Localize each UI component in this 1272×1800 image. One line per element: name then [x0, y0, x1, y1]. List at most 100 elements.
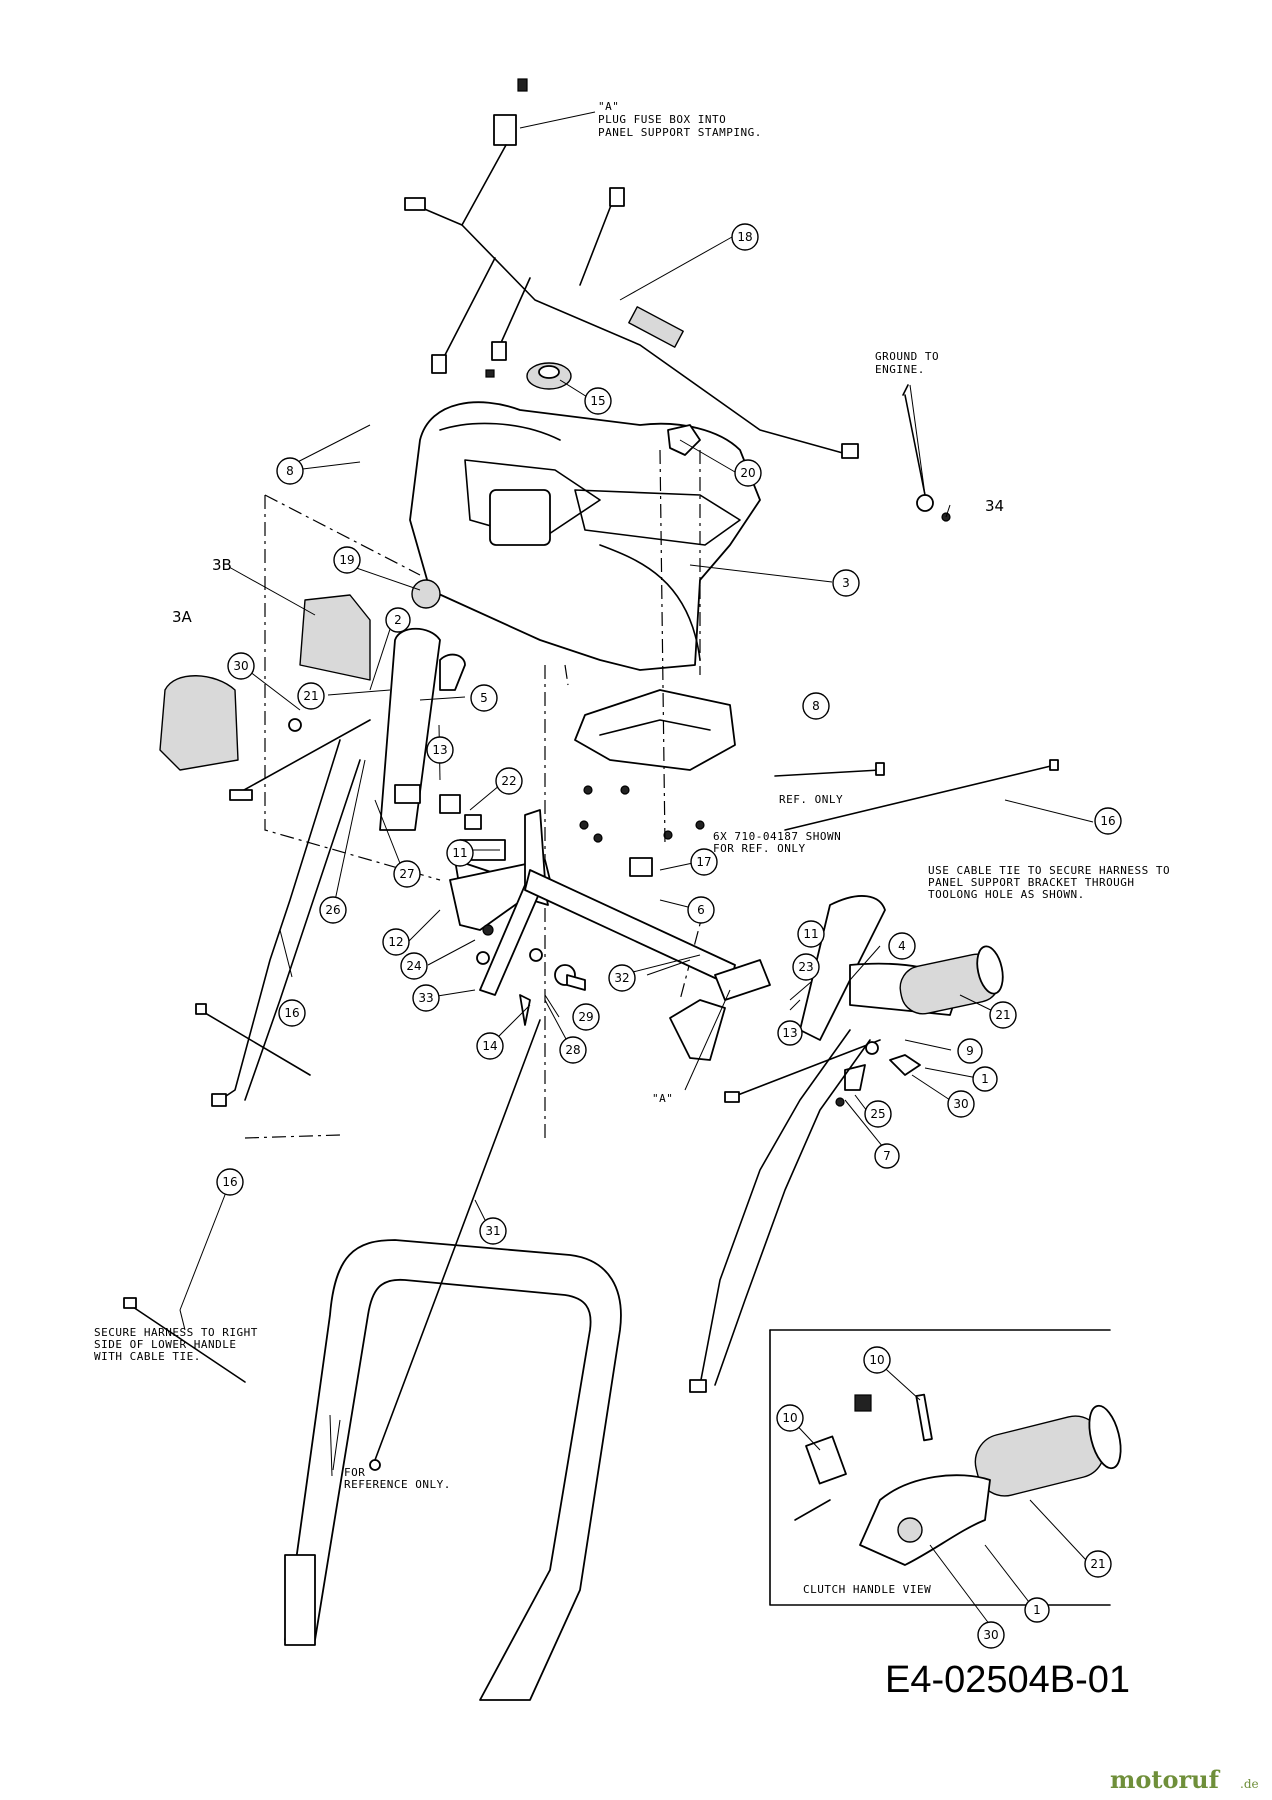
callout-25: 25 [864, 1100, 892, 1128]
handle-end [284, 1554, 316, 1646]
shift-lever [479, 809, 546, 996]
harness-connector [404, 197, 426, 211]
callout-label: 18 [737, 230, 752, 244]
panel-opening [489, 489, 551, 546]
note-secure-harness: SECURE HARNESS TO RIGHT SIDE OF LOWER HA… [94, 1326, 258, 1363]
callout-label: 23 [798, 960, 813, 974]
cable-tie-right [784, 764, 1056, 831]
svg-text:SECURE HARNESS TO RIGHT: SECURE HARNESS TO RIGHT [94, 1326, 258, 1339]
fuse-holder-cap [517, 78, 528, 92]
watermark-tld: .de [1240, 1777, 1259, 1791]
callout-8: 8 [276, 457, 304, 485]
note-cable-tie: USE CABLE TIE TO SECURE HARNESS TO PANEL… [928, 864, 1170, 901]
callout-32: 32 [608, 964, 636, 992]
panel-support-bracket [574, 689, 736, 843]
callout-label: 21 [995, 1008, 1010, 1022]
callout-1: 1 [972, 1066, 998, 1092]
callout-13: 13 [426, 736, 454, 764]
callout-label: 33 [418, 991, 433, 1005]
svg-text:6X 710-04187 SHOWN: 6X 710-04187 SHOWN [713, 830, 841, 843]
callout-label: 27 [399, 867, 414, 881]
callout-26: 26 [319, 896, 347, 924]
callout-33: 33 [412, 984, 440, 1012]
callout-label: 10 [782, 1411, 797, 1425]
harness-connector [491, 341, 507, 361]
switch-17 [629, 857, 653, 877]
label-3b: 3B [212, 556, 232, 574]
callout-label: 3 [842, 576, 850, 590]
callout-label: 7 [883, 1149, 891, 1163]
callout-24: 24 [400, 952, 428, 980]
callout-21: 21 [989, 1001, 1017, 1029]
note-for-reference: FOR REFERENCE ONLY. [344, 1466, 450, 1491]
callout-label: 13 [432, 743, 447, 757]
wiring-harness [404, 78, 951, 522]
cable-tie-left [199, 1009, 311, 1076]
callout-1: 1 [1024, 1597, 1050, 1623]
callout-label: 9 [966, 1044, 974, 1058]
callout-label: 1 [1033, 1603, 1041, 1617]
chute-controls-left [159, 594, 549, 906]
callout-30: 30 [947, 1090, 975, 1118]
watermark-brand: motoruf [1110, 1765, 1221, 1794]
callout-10: 10 [863, 1346, 891, 1374]
callout-label: 5 [480, 691, 488, 705]
callout-27: 27 [393, 860, 421, 888]
svg-text:"A": "A" [598, 100, 619, 113]
callout-16: 16 [1094, 807, 1122, 835]
callout-label: 26 [325, 903, 340, 917]
clutch-handle-inset [769, 1329, 1122, 1606]
callout-15: 15 [584, 387, 612, 415]
svg-text:ENGINE.: ENGINE. [875, 363, 925, 376]
callout-label: 17 [696, 855, 711, 869]
alignment-line [264, 495, 441, 881]
callout-label: 25 [870, 1107, 885, 1121]
diagram-code: E4-02504B-01 [885, 1659, 1130, 1701]
callout-label: 16 [1100, 814, 1115, 828]
callout-22: 22 [495, 767, 523, 795]
callout-23: 23 [792, 953, 820, 981]
callout-10: 10 [776, 1404, 804, 1432]
callout-label: 11 [452, 846, 467, 860]
svg-text:PLUG FUSE BOX INTO: PLUG FUSE BOX INTO [598, 113, 726, 126]
callout-14: 14 [476, 1032, 504, 1060]
callout-label: 14 [482, 1039, 497, 1053]
callout-13: 13 [777, 1020, 803, 1046]
lower-handle [284, 1239, 622, 1701]
callout-label: 8 [812, 699, 820, 713]
callout-30: 30 [977, 1621, 1005, 1649]
svg-text:FOR REF. ONLY: FOR REF. ONLY [713, 842, 806, 855]
callout-label: 16 [284, 1006, 299, 1020]
callout-label: 32 [614, 971, 629, 985]
callout-label: 1 [981, 1072, 989, 1086]
callout-21: 21 [297, 682, 325, 710]
callout-17: 17 [690, 848, 718, 876]
callout-20: 20 [734, 459, 762, 487]
inset-bottom-border [769, 1329, 1111, 1606]
cover-3a [159, 675, 239, 771]
cable-tie-upper [774, 769, 881, 777]
callout-label: 30 [983, 1628, 998, 1642]
svg-text:WITH CABLE TIE.: WITH CABLE TIE. [94, 1350, 201, 1363]
svg-text:GROUND TO: GROUND TO [875, 350, 939, 363]
callout-11: 11 [797, 920, 825, 948]
harness-connector [609, 187, 625, 207]
harness-connector [841, 443, 859, 459]
callout-12: 12 [382, 928, 410, 956]
callout-label: 6 [697, 903, 705, 917]
callout-6: 6 [687, 896, 715, 924]
cover-3b [299, 594, 371, 681]
choke-knob [411, 579, 441, 609]
callout-label: 24 [406, 959, 421, 973]
harness-clip [485, 369, 495, 378]
dash-panel [409, 362, 761, 671]
callout-label: 11 [803, 927, 818, 941]
ground-terminal [916, 494, 934, 512]
callout-label: 30 [233, 659, 248, 673]
callout-21: 21 [1084, 1550, 1112, 1578]
inset-title: CLUTCH HANDLE VIEW [803, 1583, 931, 1596]
callout-label: 10 [869, 1353, 884, 1367]
callout-31: 31 [479, 1217, 507, 1245]
callout-28: 28 [559, 1036, 587, 1064]
